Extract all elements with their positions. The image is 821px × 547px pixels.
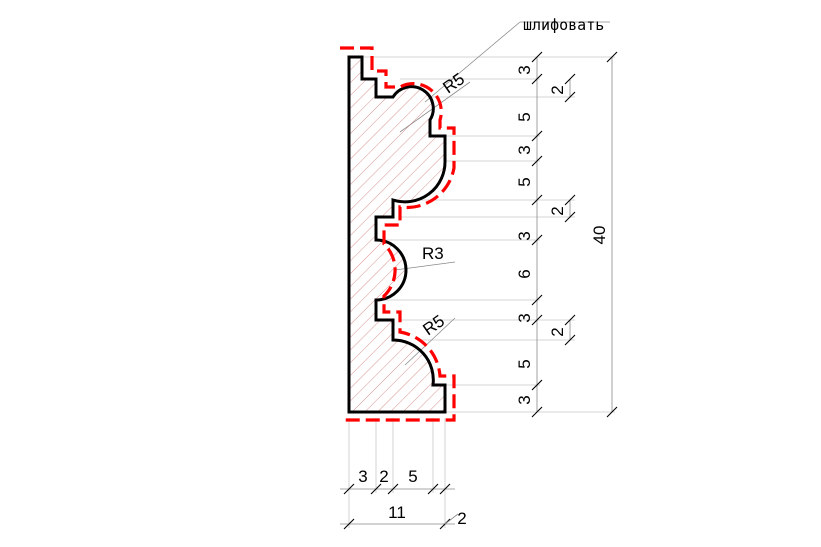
dim-overall-height: 40	[590, 226, 609, 245]
radius-label-bottom: R5	[419, 311, 448, 339]
dim-side-2: 2	[548, 206, 567, 215]
dim-v-3: 3	[515, 145, 534, 154]
dim-v-9: 3	[515, 395, 534, 404]
dim-h-2: 2	[379, 467, 388, 486]
dim-v-7: 3	[515, 313, 534, 322]
extension-lines-right	[362, 56, 615, 413]
dim-side-1: 2	[548, 85, 567, 94]
grinding-allowance-line	[340, 46, 456, 422]
profile-section	[347, 55, 447, 414]
dim-side-3: 2	[548, 327, 567, 336]
dim-overall-width: 11	[388, 503, 406, 522]
dim-h-1: 3	[358, 467, 367, 486]
dim-h-3: 5	[408, 467, 417, 486]
dim-v-2: 5	[515, 112, 534, 121]
horizontal-dimension-chain	[340, 483, 459, 530]
vertical-dimension-chain	[531, 51, 618, 418]
dim-v-6: 6	[515, 269, 534, 278]
dim-v-8: 5	[515, 359, 534, 368]
dim-v-5: 3	[515, 231, 534, 240]
dim-v-1: 3	[515, 65, 534, 74]
radius-label-middle: R3	[422, 244, 444, 263]
radius-label-top: R5	[439, 69, 468, 97]
grind-note: шлифовать	[523, 16, 604, 34]
dim-offset: 2	[457, 509, 466, 528]
extension-lines-bottom	[348, 418, 446, 528]
dim-v-4: 5	[515, 177, 534, 186]
